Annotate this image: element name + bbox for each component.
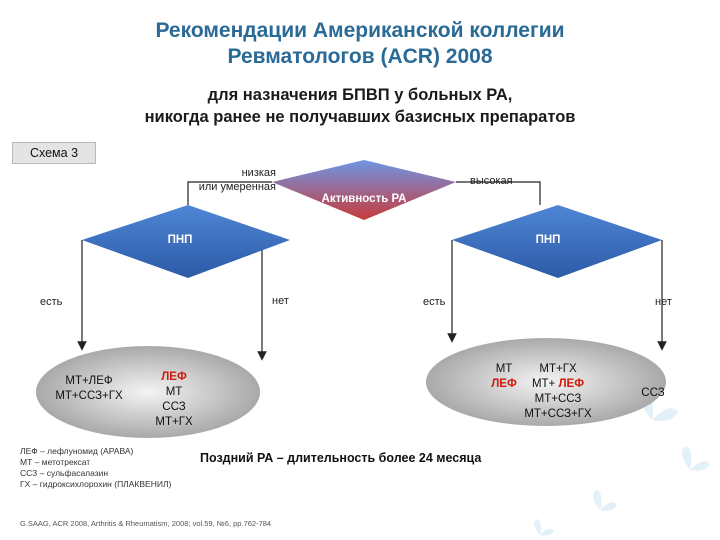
right-no-label: нет xyxy=(655,296,672,308)
subtitle-line1: для назначения БПВП у больных РА, xyxy=(207,86,513,104)
left-oval-yes-drugs: МТ+ЛЕФ МТ+ССЗ+ГХ xyxy=(44,374,134,404)
right-pnp-label: ПНП xyxy=(535,234,561,246)
legend-lef: ЛЕФ – лефлуномид (АРАВА) xyxy=(20,446,134,456)
right-oval-col2-line1: МТ+ГХ xyxy=(539,363,577,375)
legend-mt: МТ – метотрексат xyxy=(20,457,91,467)
right-oval-col2-line3: МТ+ССЗ xyxy=(534,393,582,405)
abbreviation-legend: ЛЕФ – лефлуномид (АРАВА) МТ – метотрекса… xyxy=(20,446,171,490)
right-oval-col1: МТ ЛЕФ xyxy=(484,362,524,392)
left-no-label: нет xyxy=(272,295,289,307)
ra-activity-diamond xyxy=(272,160,456,220)
left-oval-no-line2: МТ xyxy=(165,386,183,398)
citation: G.SAAG, ACR 2008, Arthritis & Rheumatism… xyxy=(20,519,272,528)
left-oval-no-drugs: ЛЕФ МТ ССЗ МТ+ГХ xyxy=(142,370,206,430)
right-oval-col1-line2: ЛЕФ xyxy=(491,378,517,390)
ra-activity-label: Активность РА xyxy=(321,193,407,205)
legend-ssz: ССЗ – сульфасалазин xyxy=(20,468,109,478)
right-oval-lef: ЛЕФ xyxy=(558,378,585,390)
right-oval-col2: МТ+ГХ МТ+ ЛЕФ МТ+ССЗ МТ+ССЗ+ГХ xyxy=(512,362,604,422)
low-branch-line2: или умеренная xyxy=(198,181,276,193)
left-oval-no-line1: ЛЕФ xyxy=(161,371,187,383)
scheme-label: Схема 3 xyxy=(12,142,96,164)
right-pnp-diamond xyxy=(452,205,662,278)
right-oval-col1-line1: МТ xyxy=(495,363,513,375)
right-yes-label: есть xyxy=(423,296,446,308)
left-oval-no-line4: МТ+ГХ xyxy=(155,416,193,428)
left-yes-label: есть xyxy=(40,296,63,308)
right-oval-mt-plus: МТ+ xyxy=(531,378,559,390)
right-oval xyxy=(426,338,666,426)
connector-low xyxy=(187,181,272,205)
low-branch-line1: низкая xyxy=(241,167,276,179)
low-branch-label: низкая или умеренная xyxy=(196,166,276,194)
late-ra-note: Поздний РА – длительность более 24 месяц… xyxy=(200,451,482,465)
subtitle-line2: никогда ранее не получавших базисных пре… xyxy=(144,108,576,126)
left-pnp-diamond xyxy=(82,205,290,278)
page-title-line2: Ревматологов (ACR) 2008 xyxy=(227,45,493,68)
right-oval-col2-line4: МТ+ССЗ+ГХ xyxy=(524,408,592,420)
right-oval-col2-line2: МТ+ ЛЕФ xyxy=(512,377,604,392)
left-oval-line1: МТ+ЛЕФ xyxy=(65,375,113,387)
left-oval xyxy=(36,346,260,438)
right-no-drug: ССЗ xyxy=(641,387,665,399)
left-oval-line2: МТ+ССЗ+ГХ xyxy=(55,390,123,402)
connector-high xyxy=(456,181,541,205)
high-branch-label: высокая xyxy=(470,175,513,187)
left-pnp-label: ПНП xyxy=(167,234,193,246)
page-title-line1: Рекомендации Американской коллегии xyxy=(155,19,565,42)
legend-gh: ГХ – гидроксихлорохин (ПЛАКВЕНИЛ) xyxy=(20,479,172,489)
left-oval-no-line3: ССЗ xyxy=(162,401,186,413)
